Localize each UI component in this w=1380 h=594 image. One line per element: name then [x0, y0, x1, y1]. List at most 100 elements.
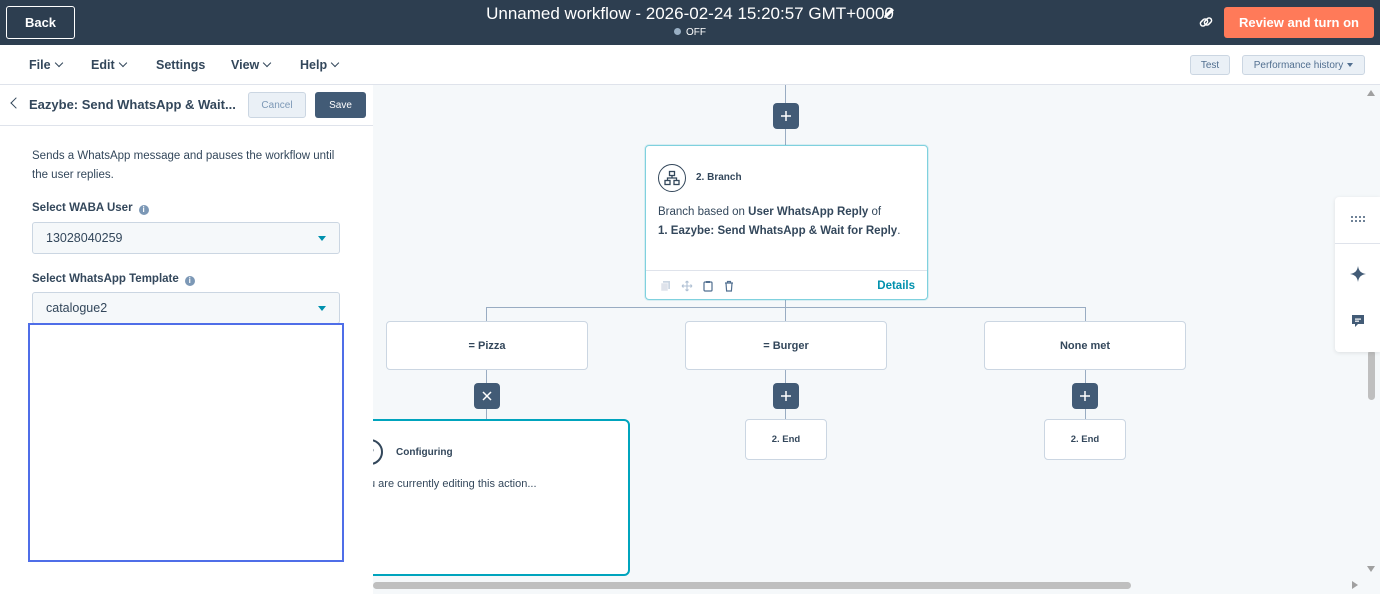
configuring-text: u are currently editing this action... [373, 478, 537, 490]
caret-down-icon [318, 306, 326, 311]
question-icon: ? [373, 439, 383, 465]
performance-history-button[interactable]: Performance history [1242, 55, 1365, 75]
scroll-down-arrow-icon[interactable] [1367, 566, 1375, 572]
connector-line [1085, 307, 1086, 321]
connector-line [785, 85, 786, 103]
grid-tool[interactable] [1335, 199, 1380, 239]
chevron-down-icon [330, 58, 340, 68]
branch-property: User WhatsApp Reply [748, 206, 869, 218]
menu-bar: File Edit Settings View Help Test Perfor… [0, 45, 1380, 85]
status-dot-icon [674, 28, 681, 35]
vertical-scrollbar-thumb[interactable] [1368, 350, 1375, 400]
branch-source-action: 1. Eazybe: Send WhatsApp & Wait for Repl… [658, 225, 898, 237]
branch-condition-burger[interactable]: = Burger [685, 321, 887, 370]
whatsapp-template-select[interactable]: catalogue2 [32, 292, 340, 324]
branch-text-mid: of [868, 206, 882, 218]
end-node: 2. End [1044, 419, 1126, 460]
trash-icon[interactable] [723, 280, 735, 292]
branch-description: Branch based on User WhatsApp Reply of 1.… [658, 203, 923, 241]
menu-file[interactable]: File [29, 58, 63, 72]
connector-line [1085, 370, 1086, 383]
back-button[interactable]: Back [6, 6, 75, 39]
scroll-right-arrow-icon[interactable] [1352, 581, 1358, 589]
branch-condition-none-met[interactable]: None met [984, 321, 1186, 370]
clipboard-icon[interactable] [702, 280, 714, 292]
scroll-up-arrow-icon[interactable] [1367, 90, 1375, 96]
cancel-button[interactable]: Cancel [248, 92, 306, 118]
pencil-icon[interactable] [882, 6, 896, 20]
move-icon[interactable] [681, 280, 693, 292]
workflow-canvas[interactable]: 2. Branch Branch based on User WhatsApp … [373, 85, 1380, 594]
menu-settings-label: Settings [156, 58, 206, 72]
branch-condition-pizza[interactable]: = Pizza [386, 321, 588, 370]
connector-line [785, 370, 786, 383]
workflow-title[interactable]: Unnamed workflow - 2026-02-24 15:20:57 G… [0, 4, 1380, 24]
card-footer: Details [646, 270, 927, 300]
menu-help[interactable]: Help [300, 58, 340, 72]
add-action-button[interactable] [1072, 383, 1098, 409]
whatsapp-template-value: catalogue2 [46, 301, 108, 315]
branch-text-prefix: Branch based on [658, 206, 749, 218]
chevron-down-icon [118, 58, 127, 68]
add-action-button[interactable] [773, 103, 799, 129]
connector-line [486, 370, 487, 383]
test-button[interactable]: Test [1190, 55, 1230, 75]
chevron-down-icon [54, 58, 63, 68]
link-icon[interactable] [1198, 14, 1214, 30]
save-button[interactable]: Save [315, 92, 366, 118]
cancel-insert-button[interactable] [474, 383, 500, 409]
menu-edit[interactable]: Edit [91, 58, 127, 72]
connector-line [486, 307, 1086, 308]
comments-tool[interactable] [1335, 301, 1380, 341]
add-action-button[interactable] [773, 383, 799, 409]
action-description: Sends a WhatsApp message and pauses the … [32, 150, 335, 181]
caret-down-icon [1347, 63, 1354, 67]
info-icon[interactable]: i [138, 205, 149, 215]
close-icon [482, 391, 492, 401]
waba-user-select[interactable]: 13028040259 [32, 222, 340, 254]
grid-dots-icon [1350, 216, 1365, 222]
branch-action-card[interactable]: 2. Branch Branch based on User WhatsApp … [645, 145, 928, 300]
sparkle-icon [1349, 266, 1366, 282]
menu-view[interactable]: View [231, 58, 272, 72]
template-preview-frame[interactable] [28, 323, 344, 562]
connector-line [785, 300, 786, 307]
menu-file-label: File [29, 58, 51, 72]
horizontal-scrollbar[interactable] [373, 580, 1380, 594]
menu-settings[interactable]: Settings [156, 58, 205, 72]
copy-icon[interactable] [660, 280, 672, 292]
horizontal-scrollbar-thumb[interactable] [373, 582, 1131, 589]
details-link[interactable]: Details [877, 280, 915, 292]
whatsapp-template-label: Select WhatsApp Template i [32, 273, 195, 286]
waba-user-value: 13028040259 [46, 231, 123, 245]
menu-help-label: Help [300, 58, 328, 72]
connector-line [486, 409, 487, 419]
whatsapp-template-label-text: Select WhatsApp Template [32, 273, 179, 285]
chevron-left-icon[interactable] [10, 97, 22, 109]
panel-header: Eazybe: Send WhatsApp & Wait... Cancel S… [0, 85, 373, 126]
side-tool-panel [1335, 197, 1380, 352]
chevron-down-icon [263, 58, 272, 68]
action-config-panel: Eazybe: Send WhatsApp & Wait... Cancel S… [0, 85, 373, 594]
info-icon[interactable]: i [184, 276, 195, 286]
menu-edit-label: Edit [91, 58, 115, 72]
ai-assistant-tool[interactable] [1335, 254, 1380, 294]
performance-history-label: Performance history [1253, 59, 1344, 71]
status-text: OFF [686, 27, 706, 38]
branch-text-end: . [897, 225, 901, 237]
comment-icon [1351, 315, 1364, 327]
review-and-turn-on-button[interactable]: Review and turn on [1224, 7, 1374, 38]
connector-line [785, 409, 786, 419]
branch-title: 2. Branch [696, 172, 742, 183]
connector-line [1085, 409, 1086, 419]
configuring-title: Configuring [396, 447, 453, 458]
configuring-action-card[interactable]: ? Configuring u are currently editing th… [373, 419, 630, 576]
panel-title: Eazybe: Send WhatsApp & Wait... [29, 97, 236, 112]
caret-down-icon [318, 236, 326, 241]
top-bar: Back Unnamed workflow - 2026-02-24 15:20… [0, 0, 1380, 45]
waba-user-label: Select WABA User i [32, 202, 149, 215]
connector-line [785, 307, 786, 321]
workflow-title-text: Unnamed workflow - 2026-02-24 15:20:57 G… [486, 4, 894, 23]
plus-icon [781, 391, 791, 401]
waba-user-label-text: Select WABA User [32, 202, 133, 214]
